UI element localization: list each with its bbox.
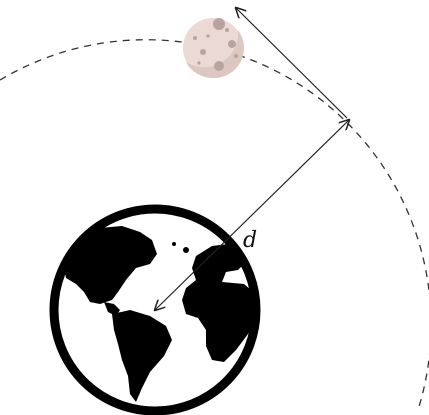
- distance-arrow: [155, 120, 349, 310]
- moon-orbit: [0, 39, 429, 411]
- moon-icon: [183, 18, 245, 79]
- distance-label: d: [243, 228, 257, 253]
- velocity-arrow: [236, 8, 348, 119]
